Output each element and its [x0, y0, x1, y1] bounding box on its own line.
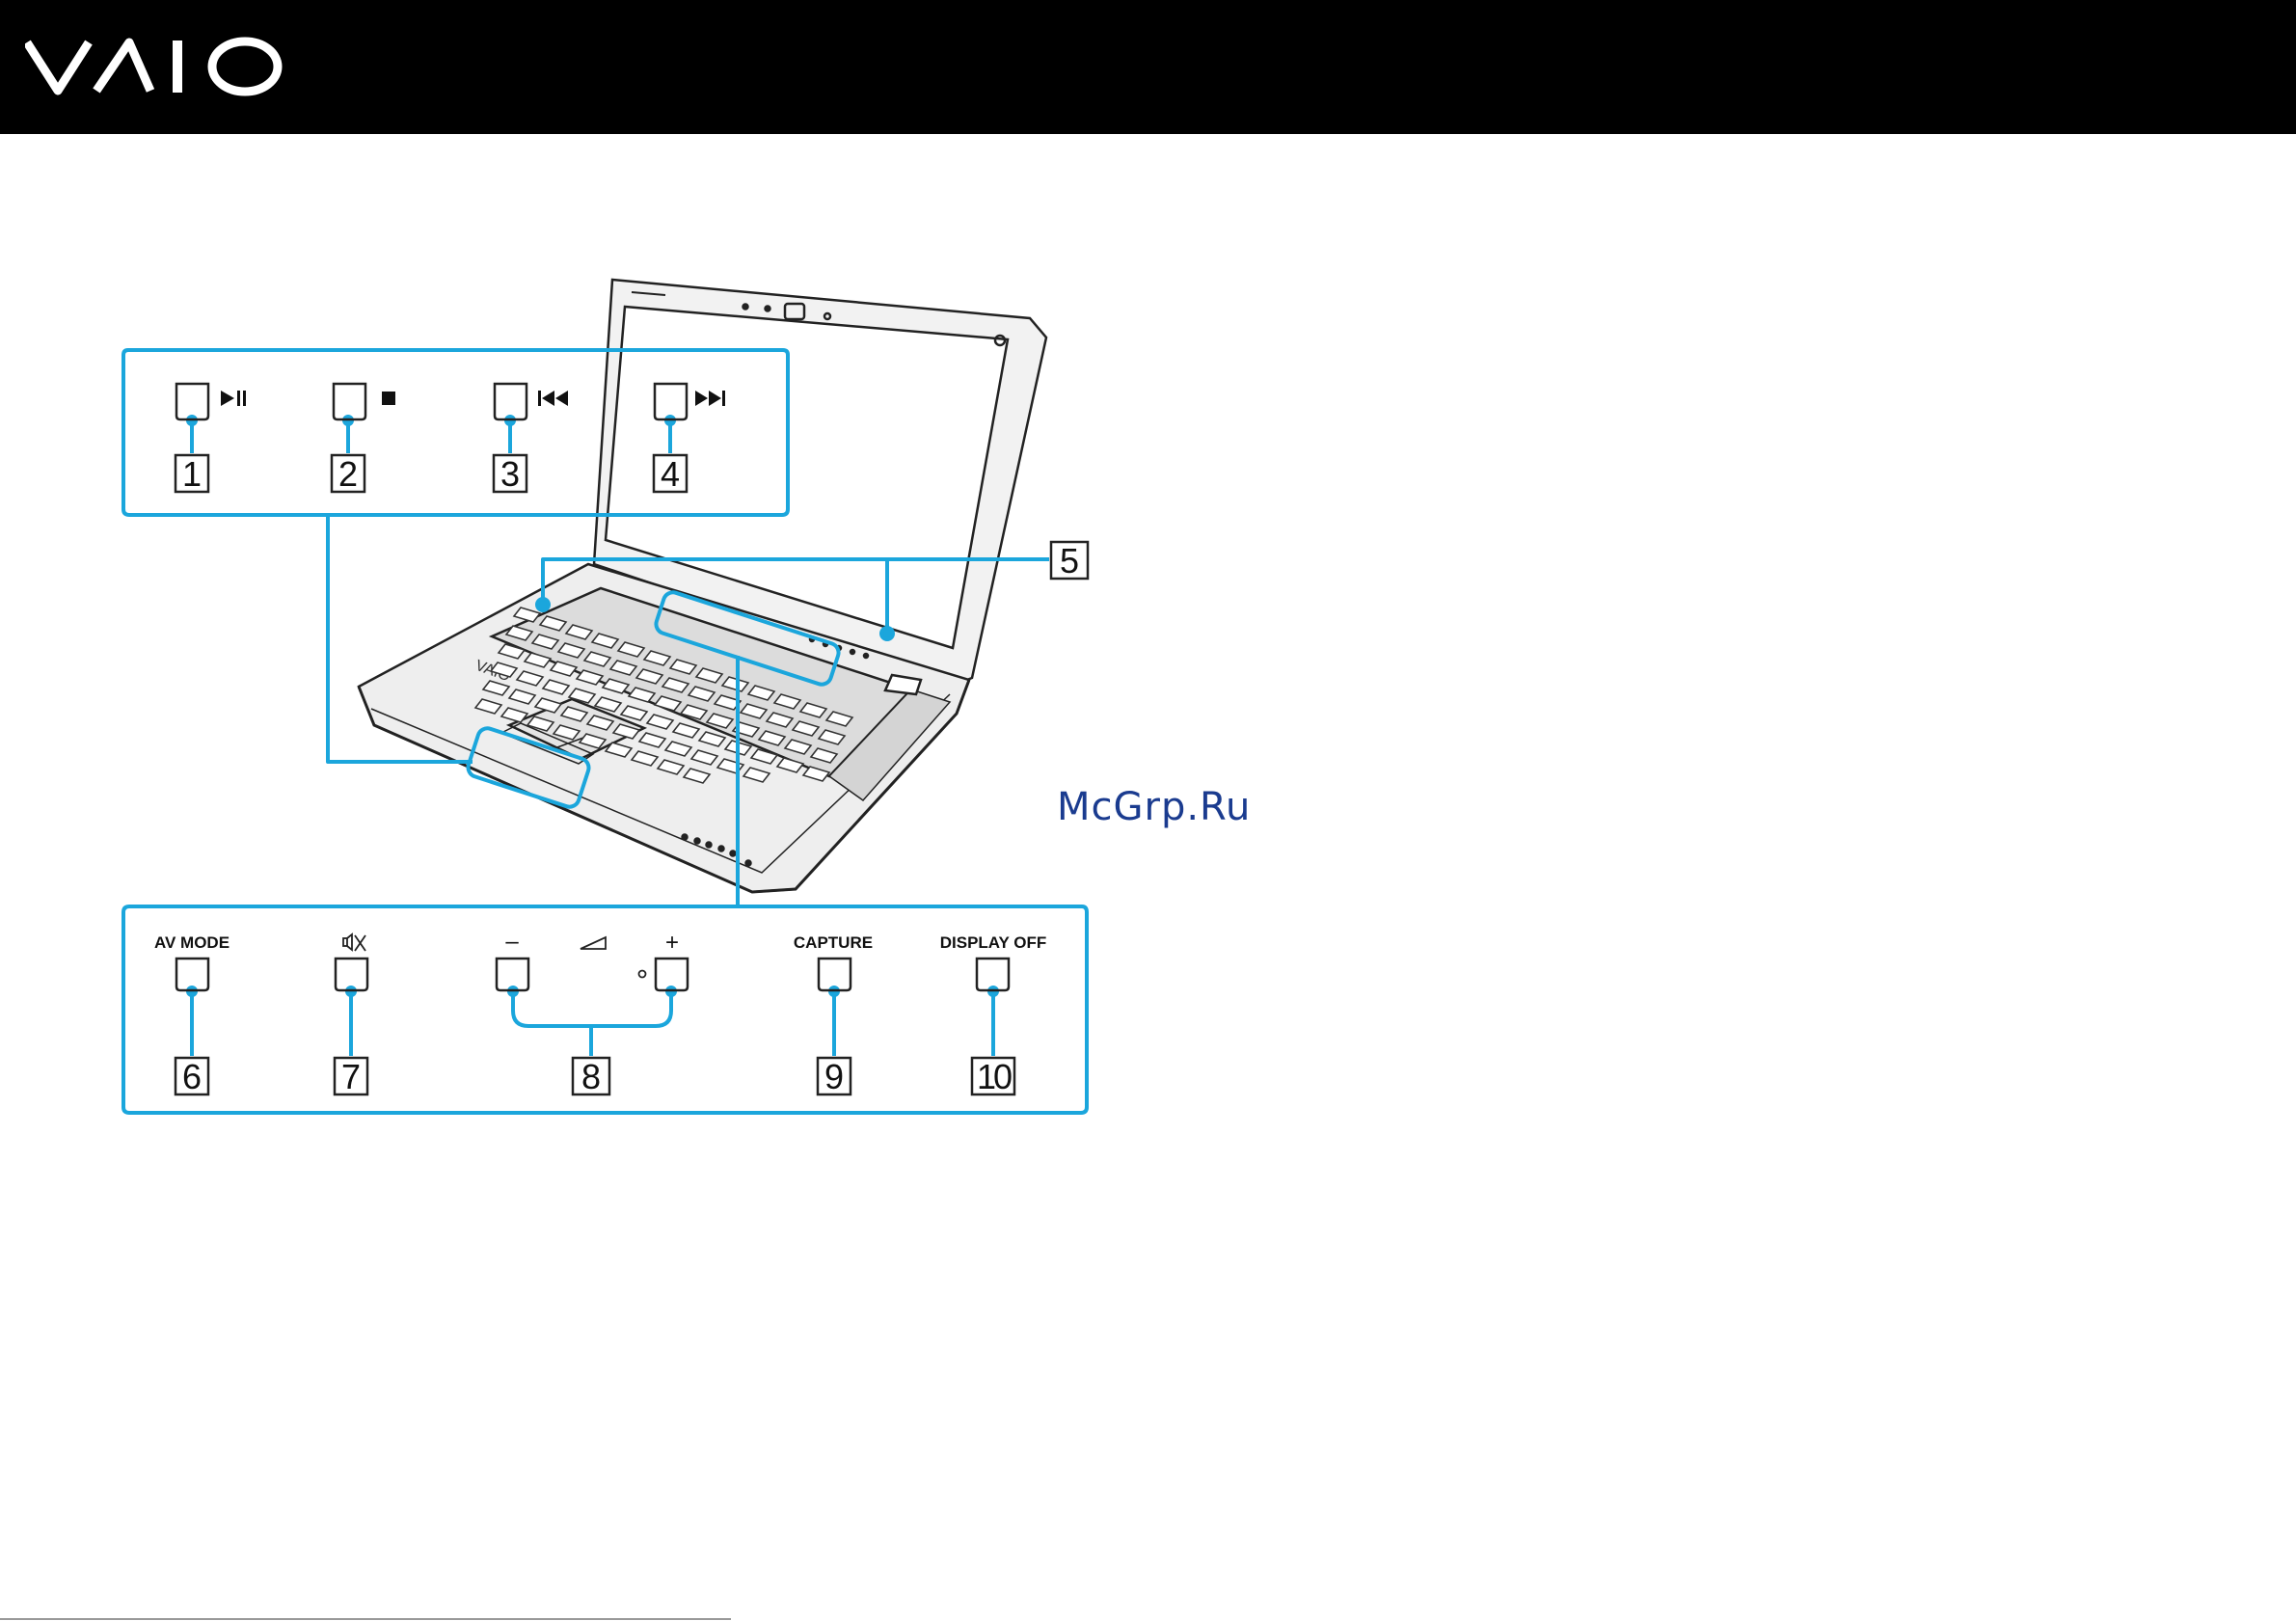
laptop-illustration: VAIO	[359, 280, 1046, 892]
callout-label-9: 9	[824, 1057, 844, 1096]
callout-label-1: 1	[182, 454, 202, 494]
callout-label-6: 6	[182, 1057, 202, 1096]
callout-label-5: 5	[1060, 541, 1079, 581]
play-pause-icon	[221, 391, 246, 406]
volume-plus-caption: +	[665, 930, 679, 956]
stop-icon	[382, 392, 395, 405]
display-off-caption: DISPLAY OFF	[940, 933, 1047, 952]
footer-rule	[0, 1618, 731, 1620]
previous-track-button	[495, 384, 527, 419]
callout-label-3: 3	[500, 454, 520, 494]
volume-captions: – +	[505, 929, 679, 956]
callout-label-10: 10	[977, 1057, 1012, 1096]
mute-icon	[343, 934, 365, 951]
watermark: McGrp.Ru	[1057, 785, 1251, 829]
callout-label-7: 7	[341, 1057, 361, 1096]
volume-minus-caption: –	[505, 929, 519, 955]
play-pause-button	[176, 384, 208, 419]
av-mode-caption: AV MODE	[154, 933, 230, 952]
previous-track-icon	[538, 391, 568, 406]
capture-caption: CAPTURE	[794, 933, 873, 952]
bottom-panel-labels: 6 7 8 9 10	[182, 1057, 1012, 1096]
callout-label-8: 8	[581, 1057, 601, 1096]
callout-label-2: 2	[338, 454, 358, 494]
callout-label-4: 4	[661, 454, 680, 494]
stop-button	[334, 384, 365, 419]
